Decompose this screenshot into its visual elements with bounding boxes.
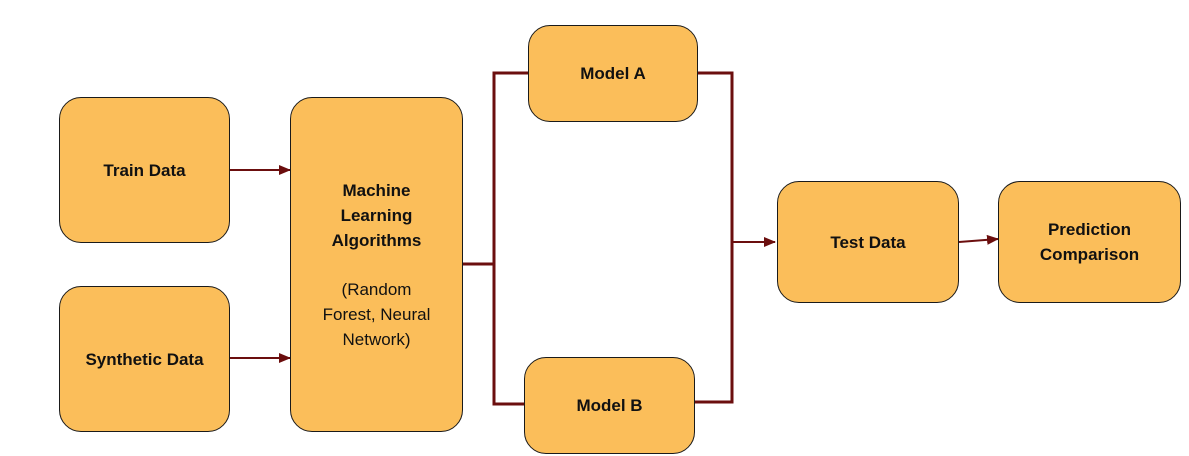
train-data-label: Train Data: [103, 160, 186, 180]
model-a-node: Model A: [528, 25, 698, 122]
ml-title-line-1: Machine: [342, 180, 411, 200]
ml-title-line-3: Algorithms: [331, 230, 422, 250]
ml-algorithms-node: Machine Learning Algorithms (Random Fore…: [290, 97, 463, 432]
model-b-label: Model B: [576, 396, 643, 415]
ml-subtitle-line-2: Forest, Neural: [322, 304, 431, 324]
test-data-node: Test Data: [777, 181, 959, 303]
ml-subtitle-line-1: (Random: [341, 279, 412, 299]
test-data-label: Test Data: [830, 232, 906, 252]
prediction-line-2: Comparison: [1039, 245, 1140, 264]
prediction-comparison-node: Prediction Comparison: [998, 181, 1181, 303]
train-data-node: Train Data: [59, 97, 230, 243]
model-b-node: Model B: [524, 357, 695, 454]
connector-ml-to-models: [492, 71, 528, 406]
prediction-line-1: Prediction: [1047, 220, 1132, 239]
synthetic-data-node: Synthetic Data: [59, 286, 230, 432]
model-a-label: Model A: [580, 64, 646, 83]
ml-subtitle-line-3: Network): [342, 329, 411, 349]
arrow-test-to-prediction: [958, 234, 999, 245]
synthetic-data-label: Synthetic Data: [85, 349, 204, 369]
ml-title-line-2: Learning: [340, 205, 413, 225]
connector-models-to-test: [694, 71, 734, 404]
